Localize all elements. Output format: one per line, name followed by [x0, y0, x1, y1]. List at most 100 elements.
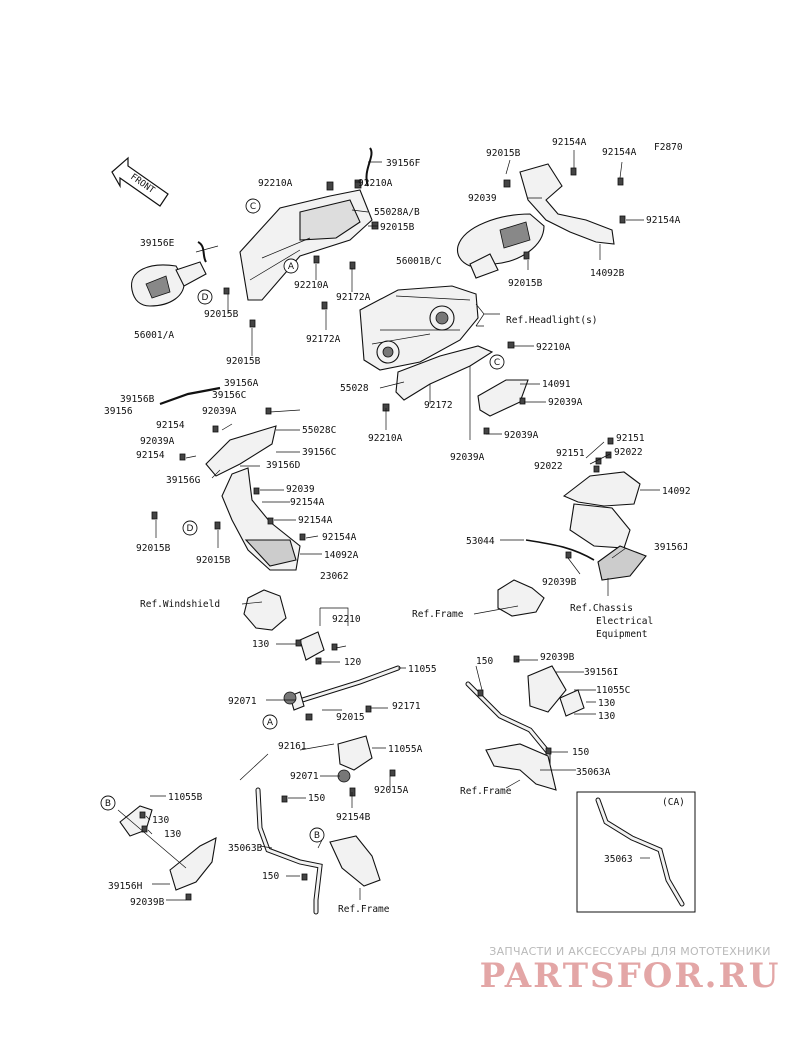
ref-circle-b-low: B	[309, 827, 325, 843]
ref-circle-b-left: B	[100, 795, 116, 811]
inner-cowl-left-part	[239, 189, 373, 301]
label-92154A: 92154A	[290, 497, 325, 508]
label-92154A: 92154A	[322, 532, 357, 543]
label-56001A: 56001/A	[134, 330, 174, 341]
label-92210A: 92210A	[368, 433, 403, 444]
label-39156J: 39156J	[654, 542, 688, 553]
label-92161: 92161	[278, 741, 307, 752]
fasteners-top-left	[197, 147, 379, 328]
label-14092: 14092	[662, 486, 691, 497]
label-92015B: 92015B	[136, 543, 171, 554]
headlight-part	[359, 285, 500, 371]
figure-code: F2870	[654, 142, 683, 153]
label-92039A: 92039A	[548, 397, 583, 408]
label-11055B: 11055B	[168, 792, 203, 803]
label-130: 130	[164, 829, 181, 840]
part-labels: 39156F 92210A 92210A 55028A/B 92015B 391…	[104, 137, 691, 915]
watermark-tagline: ЗАПЧАСТИ И АКСЕССУАРЫ ДЛЯ МОТОТЕХНИКИ	[489, 945, 771, 958]
label-130: 130	[598, 698, 615, 709]
label-55028: 55028	[340, 383, 369, 394]
label-55028C: 55028C	[302, 425, 336, 436]
label-ref-chassis: Ref.Chassis	[570, 603, 633, 614]
label-92151: 92151	[616, 433, 645, 444]
label-11055C: 11055C	[596, 685, 630, 696]
label-39156C: 39156C	[212, 390, 246, 401]
label-ref-chassis-equipment: Equipment	[596, 629, 647, 640]
ref-circle-c-mid: C	[489, 354, 505, 370]
front-arrow-icon: FRONT	[111, 156, 169, 207]
label-92015: 92015	[336, 712, 365, 723]
label-120: 120	[344, 657, 361, 668]
label-39156B: 39156B	[120, 394, 155, 405]
label-92172: 92172	[424, 400, 453, 411]
label-92071: 92071	[228, 696, 257, 707]
label-92015B: 92015B	[380, 222, 415, 233]
label-92015B: 92015B	[508, 278, 543, 289]
label-92210: 92210	[332, 614, 361, 625]
label-11055: 11055	[408, 664, 437, 675]
watermark-brand: PARTSFOR.RU	[479, 956, 781, 996]
label-92210A: 92210A	[536, 342, 571, 353]
label-ref-frame: Ref.Frame	[338, 904, 390, 915]
svg-text:A: A	[267, 718, 274, 728]
label-ref-frame: Ref.Frame	[460, 786, 512, 797]
label-92071: 92071	[290, 771, 319, 782]
svg-text:B: B	[105, 799, 111, 809]
svg-text:C: C	[494, 358, 500, 368]
label-92022: 92022	[534, 461, 563, 472]
label-39156G: 39156G	[166, 475, 201, 486]
windshield-stay-part	[241, 589, 349, 665]
ref-circle-a-low: A	[262, 714, 278, 730]
label-92154B: 92154B	[336, 812, 371, 823]
label-11055A: 11055A	[388, 744, 423, 755]
label-92154: 92154	[136, 450, 165, 461]
label-92039: 92039	[468, 193, 497, 204]
label-39156I: 39156I	[584, 667, 618, 678]
bracket-b-part	[117, 795, 217, 901]
label-14092A: 14092A	[324, 550, 359, 561]
watermark: ЗАПЧАСТИ И АКСЕССУАРЫ ДЛЯ МОТОТЕХНИКИ PA…	[470, 945, 790, 994]
label-150: 150	[476, 656, 493, 667]
center-cowl-part	[379, 341, 546, 440]
svg-text:C: C	[250, 202, 256, 212]
label-ref-frame: Ref.Frame	[412, 609, 464, 620]
label-92039B: 92039B	[542, 577, 577, 588]
label-92039B: 92039B	[130, 897, 165, 908]
label-39156F: 39156F	[386, 158, 421, 169]
label-39156E: 39156E	[140, 238, 175, 249]
label-92015B: 92015B	[196, 555, 231, 566]
svg-text:D: D	[202, 293, 209, 303]
ca-label: (CA)	[662, 797, 685, 808]
ref-circle-d-top: D	[197, 289, 213, 305]
mirror-left-part	[131, 261, 207, 307]
label-92154A: 92154A	[298, 515, 333, 526]
label-92154: 92154	[156, 420, 185, 431]
label-ref-headlight: Ref.Headlight(s)	[506, 315, 598, 326]
label-92151: 92151	[556, 448, 585, 459]
svg-text:A: A	[288, 262, 295, 272]
label-92154A: 92154A	[552, 137, 587, 148]
mirror-bracket-right-part	[503, 150, 644, 270]
label-35063A: 35063A	[576, 767, 611, 778]
label-150: 150	[308, 793, 325, 804]
label-92022: 92022	[614, 447, 643, 458]
label-55028AB: 55028A/B	[374, 207, 420, 218]
svg-text:D: D	[187, 524, 194, 534]
label-92039A: 92039A	[140, 436, 175, 447]
label-35063B: 35063B	[228, 843, 263, 854]
label-92039A: 92039A	[450, 452, 485, 463]
label-150: 150	[262, 871, 279, 882]
label-92039: 92039	[286, 484, 315, 495]
stay-right-part	[465, 655, 596, 791]
label-130: 130	[152, 815, 169, 826]
label-92210A: 92210A	[358, 178, 393, 189]
label-39156H: 39156H	[108, 881, 143, 892]
label-130: 130	[598, 711, 615, 722]
main-stay-part	[239, 665, 406, 808]
label-92171: 92171	[392, 701, 421, 712]
label-92015B: 92015B	[204, 309, 239, 320]
ref-circle-c-top: C	[245, 198, 261, 214]
label-92039A: 92039A	[202, 406, 237, 417]
label-92039B: 92039B	[540, 652, 575, 663]
label-39156D: 39156D	[266, 460, 301, 471]
